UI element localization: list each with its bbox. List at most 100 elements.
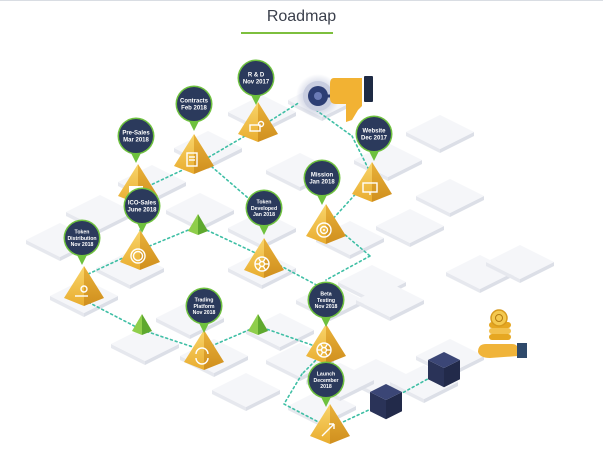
pin-label-tokendist-line1: Token [75, 229, 90, 235]
pin-label-mission-line1: Mission [311, 173, 334, 179]
milestone-pyramid-beta [306, 324, 346, 364]
path-segment [283, 373, 303, 405]
document-pen-icon [186, 152, 198, 167]
floor-tile [356, 283, 424, 321]
pin-label-beta-line3: Nov 2018 [315, 304, 338, 310]
pin-label-launch-line3: 2018 [320, 384, 332, 390]
open-hand-icon [478, 344, 518, 358]
pin-badge [357, 117, 391, 151]
floor-tiles [26, 83, 554, 427]
path-segment [329, 221, 371, 257]
pin-label-presales-line1: Pre-Sales [122, 131, 150, 137]
green-markers [132, 214, 268, 335]
pin-label-beta-line2: Testing [317, 298, 335, 304]
coin-stack-icon [489, 334, 511, 340]
pin-badge [305, 161, 339, 195]
milestone-pyramid-icosales [120, 230, 160, 270]
pin-label-trading-line3: Nov 2018 [193, 310, 216, 316]
floor-tile [111, 327, 179, 365]
wheel-icon [254, 256, 270, 272]
cube-block-icon [428, 352, 460, 388]
coin-icon [490, 309, 508, 327]
pin-label-tokendist-line3: Nov 2018 [71, 242, 94, 248]
pin-label-website-line2: Dec 2017 [361, 136, 388, 142]
sleeve-icon [517, 343, 527, 358]
path-segment [203, 159, 263, 211]
pin-badge [177, 87, 211, 121]
pin-badge [239, 61, 273, 95]
milestone-pyramid-website [352, 162, 392, 202]
pin-label-contracts-line2: Feb 2018 [181, 106, 207, 112]
path-segment [283, 403, 331, 429]
page-title: Roadmap [266, 8, 337, 25]
hand-coins-illustration [478, 309, 527, 358]
pin-label-rnd-line2: Nov 2017 [243, 80, 270, 86]
rocket-icon [321, 423, 335, 437]
path-segment [197, 225, 263, 257]
gear-hand-icon [249, 120, 265, 132]
pin-badge [65, 221, 99, 255]
pin-badge [187, 289, 221, 323]
pin-label-presales-line2: Mar 2018 [123, 138, 149, 144]
pin-label-tokendev-line2: Developed [251, 206, 277, 212]
pin-label-trading-line1: Trading [195, 297, 214, 303]
green-pyramid-icon [188, 214, 208, 235]
milestone-pyramid-tokendev [244, 238, 284, 278]
cuff-icon [364, 76, 373, 102]
pin-label-icosales-line2: June 2018 [127, 208, 157, 214]
floor-tile [212, 373, 280, 411]
title-underline [241, 32, 333, 34]
thumbs-down-illustration [296, 74, 373, 122]
pin-label-tokendist-line2: Distribution [67, 236, 96, 242]
pin-label-tokendev-line1: Token [257, 199, 272, 205]
pin-badge [309, 283, 343, 317]
floor-tile [406, 115, 474, 153]
floor-tile [376, 209, 444, 247]
pin-label-launch-line1: Launch [317, 371, 335, 377]
path-segment [141, 329, 203, 351]
pin-label-trading-line2: Platform [193, 304, 214, 310]
green-pyramid-icon [132, 314, 152, 335]
pin-badge [247, 191, 281, 225]
milestone-pyramid-launch [310, 404, 350, 444]
path-segment [325, 255, 371, 281]
cog-icon [316, 342, 332, 358]
target-center [314, 92, 322, 100]
cube-block-icon [370, 384, 402, 420]
floor-tile [486, 245, 554, 283]
monitor-icon [362, 182, 378, 195]
milestone-pyramids [64, 102, 392, 444]
pin-label-launch-line2: December [313, 378, 338, 384]
thumbs-down-icon [330, 78, 362, 122]
pin-badge [119, 119, 153, 153]
pin-label-mission-line2: Jan 2018 [309, 180, 335, 186]
pin-label-website-line1: Website [363, 129, 387, 135]
milestone-pyramid-trading [184, 330, 224, 370]
green-pyramid-icon [248, 314, 268, 335]
cube-blocks [370, 352, 460, 420]
pin-label-contracts-line1: Contracts [180, 99, 209, 105]
pin-badge [309, 363, 343, 397]
exchange-icon [195, 347, 209, 365]
pin-label-beta-line1: Beta [320, 291, 331, 297]
hand-coin-icon [75, 285, 88, 297]
ico-coin-icon [130, 248, 146, 264]
milestone-pyramid-contracts [174, 134, 214, 174]
floor-tile [246, 313, 314, 351]
floor-tile [416, 179, 484, 217]
pin-badge [125, 189, 159, 223]
pin-label-rnd-line1: R & D [248, 73, 265, 79]
